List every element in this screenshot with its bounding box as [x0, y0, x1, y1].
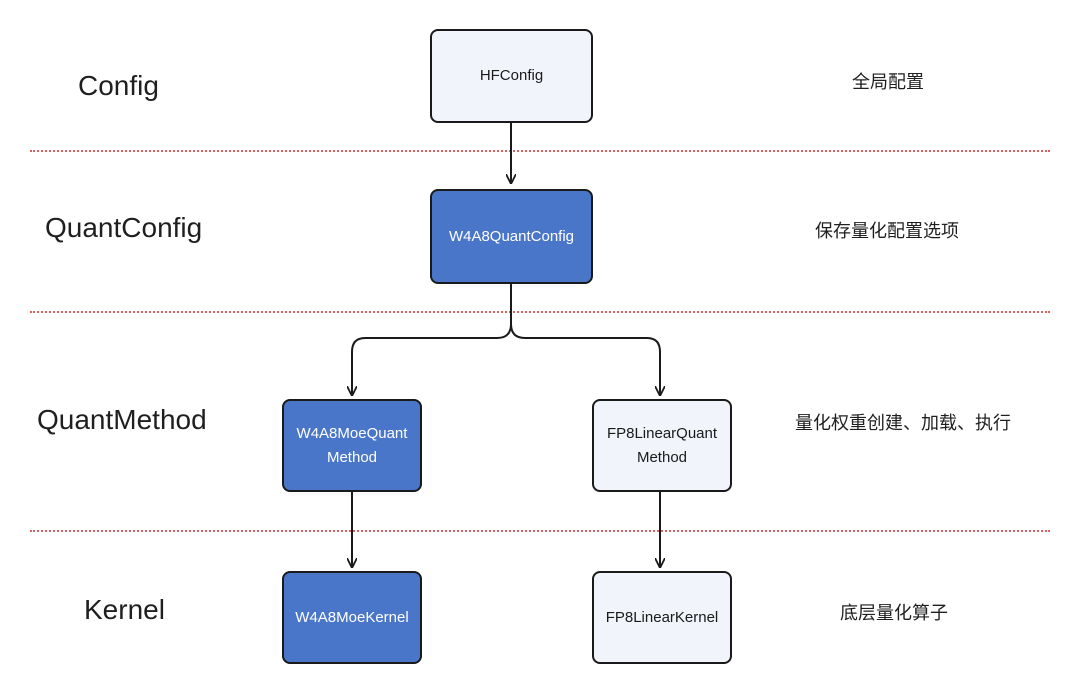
layer-label-config: Config — [78, 70, 159, 101]
arrow-quantconfig-to-w4a8moe — [352, 284, 512, 395]
node-w4a8-moe-kernel: W4A8MoeKernel — [282, 571, 422, 664]
node-w4a8-moe-quant-method: W4A8MoeQuant Method — [282, 399, 422, 492]
node-fp8-linear-kernel-label: FP8LinearKernel — [605, 608, 719, 626]
separator-1 — [30, 150, 1050, 152]
node-fp8-linear-kernel: FP8LinearKernel — [592, 571, 732, 664]
desc-quantmethod: 量化权重创建、加载、执行 — [795, 413, 1011, 433]
node-hfconfig-label: HFConfig — [479, 67, 544, 84]
separator-3 — [30, 530, 1050, 532]
layer-label-kernel: Kernel — [84, 594, 165, 625]
desc-config: 全局配置 — [852, 72, 924, 92]
desc-kernel: 底层量化算子 — [840, 603, 948, 623]
node-w4a8-quant-config: W4A8QuantConfig — [430, 189, 593, 284]
node-fp8-linear-quant-method: FP8LinearQuant Method — [592, 399, 732, 492]
separator-2 — [30, 311, 1050, 313]
layer-label-quantmethod: QuantMethod — [37, 404, 207, 435]
node-fp8-linear-quant-method-label: FP8LinearQuant Method — [606, 424, 718, 466]
node-w4a8-moe-kernel-label: W4A8MoeKernel — [295, 608, 409, 626]
node-w4a8-quant-config-label: W4A8QuantConfig — [448, 227, 575, 245]
arrow-quantconfig-to-fp8linear — [510, 323, 660, 395]
layer-label-quantconfig: QuantConfig — [45, 212, 203, 243]
desc-quantconfig: 保存量化配置选项 — [815, 221, 959, 241]
node-hfconfig: HFConfig — [430, 29, 593, 123]
node-w4a8-moe-quant-method-label: W4A8MoeQuant Method — [296, 424, 408, 466]
